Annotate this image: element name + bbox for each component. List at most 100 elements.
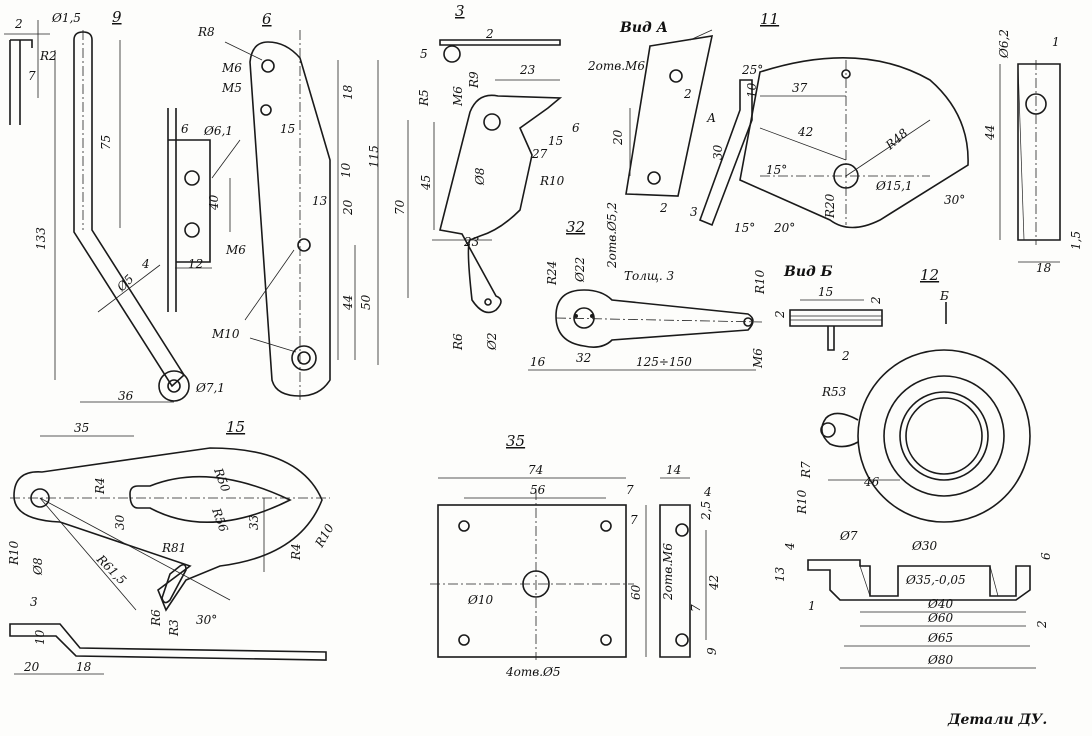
thickness-note: Толщ. 3 [624, 269, 675, 283]
dim-label: 10 [339, 162, 353, 178]
dim-label: 32 [576, 351, 591, 365]
rod-eye-hole [167, 379, 181, 393]
dim-label: Ø22 [573, 257, 587, 283]
hatch [859, 565, 871, 597]
dim-label: 2,5 [699, 501, 713, 521]
dim-label: 13 [312, 194, 328, 208]
dim-line [39, 497, 137, 611]
dim-label: 125÷150 [636, 355, 692, 369]
dim-label: 12 [188, 257, 203, 271]
dim-label: 3 [30, 595, 38, 609]
dim-label: 20° [773, 221, 795, 235]
dim-label: R6 [451, 333, 465, 351]
view-stem [827, 326, 835, 351]
hole [600, 634, 612, 646]
dim-label: R6 [149, 609, 163, 627]
dim-label: 6 [181, 122, 189, 136]
dim-label: 30° [196, 613, 217, 627]
dim-label: 20 [341, 199, 355, 216]
pulley-ring [899, 391, 989, 481]
dim-label: 30 [711, 144, 725, 160]
hole [483, 113, 501, 131]
dim-label: 15° [766, 163, 787, 177]
part-number: 6 [262, 10, 272, 28]
dim-label: 20 [23, 660, 40, 674]
pulley-ring [883, 375, 1005, 497]
dim-label: 15 [548, 134, 563, 148]
dim-label: R2 [39, 49, 57, 63]
part-12: 12 Б R53 R7 R10 46 4 Ø7 Ø30 6 13 Ø35,-0,… [773, 266, 1053, 669]
dim-label: R4 [93, 477, 107, 495]
bracket-outline [439, 94, 563, 314]
dim-label: 74 [528, 463, 543, 477]
dim-label: Ø40 [927, 597, 953, 611]
dim-label: 9 [705, 647, 719, 655]
dim-label: R8 [197, 25, 215, 39]
dim-label: 45 [419, 175, 433, 191]
dim-label: R5 [417, 89, 431, 107]
dim-label: 15° [734, 221, 755, 235]
dim-label: Ø8 [473, 167, 487, 186]
dim-label: 2 [841, 349, 850, 363]
dim-leader [244, 249, 295, 321]
dim-line [759, 127, 847, 161]
pulley-section [807, 559, 1031, 601]
dim-label: R4 [289, 543, 303, 561]
dim-label: Ø1,5 [51, 11, 81, 25]
plate-outline [249, 41, 331, 397]
dim-label: 4 [141, 257, 150, 271]
pulley-lug [821, 412, 859, 448]
dim-label: 23 [463, 235, 480, 249]
dim-label: R7 [799, 461, 813, 479]
top-view [439, 39, 561, 46]
lever-outline [555, 289, 754, 348]
section-outline [1017, 63, 1061, 241]
view-title: Вид Б [783, 264, 833, 280]
dim-label: М6 [751, 348, 765, 369]
part-35: 35 74 56 7 7 Ø10 60 4отв.Ø5 14 4 2,5 2от… [430, 432, 721, 679]
dim-label: Ø30 [911, 539, 937, 553]
dim-label: 16 [530, 355, 546, 369]
hole [484, 298, 492, 306]
dim-label: R10 [312, 521, 337, 550]
dim-leader [97, 264, 161, 313]
hole-m10 [291, 345, 317, 371]
dim-label: Ø8 [31, 557, 45, 576]
dim-label: 33 [247, 514, 261, 530]
dim-label: А [706, 111, 716, 125]
dim-label: 18 [76, 660, 92, 674]
part-32: 32 Толщ. 3 R24 Ø22 2отв.Ø5,2 R10 16 32 1… [528, 202, 767, 371]
hole-m10-inner [297, 351, 311, 365]
dim-label: 2отв.М6 [587, 59, 645, 73]
dim-label: Ø60 [927, 611, 953, 625]
dim-label: R81 [161, 541, 186, 555]
dim-label: Ø15,1 [875, 179, 913, 193]
dim-label: 13 [773, 566, 787, 582]
pulley-outer [857, 349, 1031, 523]
break-line [689, 29, 713, 41]
hole [184, 222, 200, 238]
dim-label: М6 [451, 86, 465, 107]
dim-label: М5 [221, 81, 242, 95]
hole [647, 171, 661, 185]
plate-outline [437, 504, 627, 658]
hole-m6 [297, 238, 311, 252]
hole [458, 634, 470, 646]
rod-outline [73, 31, 186, 388]
dim-label: 50 [359, 294, 373, 310]
dim-label: 10 [745, 82, 759, 98]
lug-hole [820, 422, 836, 438]
dim-label: R50 [211, 465, 233, 494]
dim-label: R61,5 [93, 552, 129, 588]
part-15: 15 35 R4 R50 30 R56 33 R81 R61,5 R10 Ø8 … [7, 418, 337, 675]
hub-hole [573, 307, 595, 329]
dim-label: 5 [420, 47, 428, 61]
view-a: Вид А 2отв.М6 2 20 2 [587, 20, 714, 215]
dim-label: 30° [944, 193, 965, 207]
dim-label: 60 [629, 584, 643, 600]
dim-label: Ø7,1 [195, 381, 225, 395]
part-6: 6 R8 М6 М5 15 18 115 10 13 20 М6 М10 44 … [167, 10, 381, 400]
dim-label: R56 [209, 505, 231, 534]
dim-label: 4отв.Ø5 [505, 665, 561, 679]
